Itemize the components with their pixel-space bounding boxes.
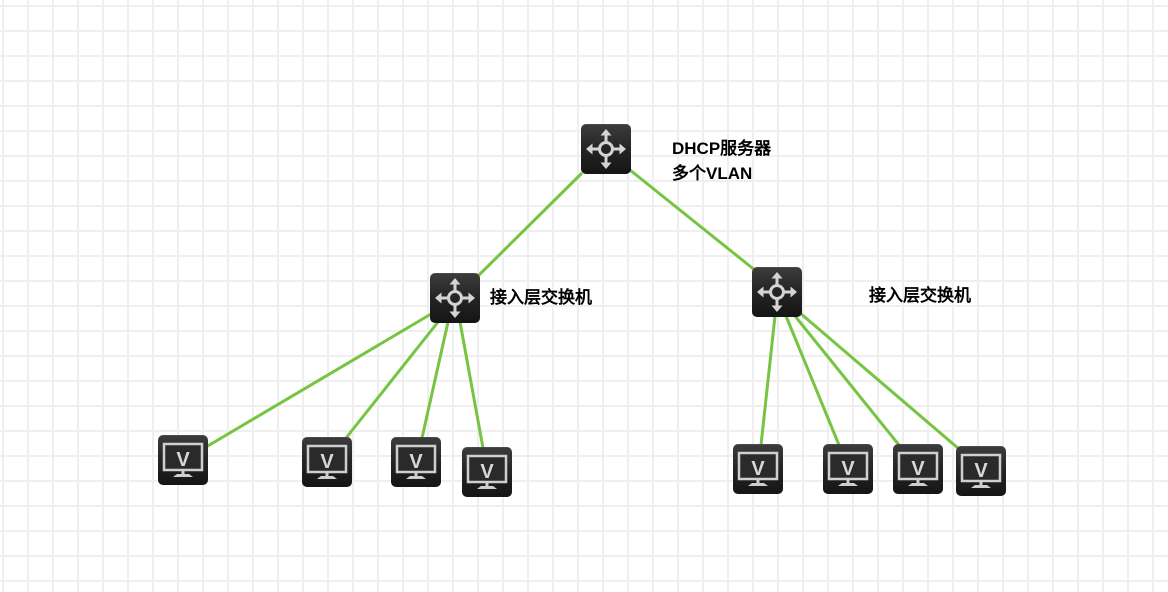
access-switch-right[interactable] (752, 267, 802, 317)
pc-right-4[interactable]: V (956, 446, 1006, 496)
layer3-switch-icon (586, 129, 626, 169)
link-access-left-to-pc-1[interactable] (205, 312, 432, 449)
pc-left-2[interactable]: V (302, 437, 352, 487)
pc-glyph: V (320, 451, 334, 473)
access-switch-left[interactable] (430, 273, 480, 323)
link-access-left-to-pc-2[interactable] (344, 321, 440, 439)
pc-glyph: V (841, 458, 855, 480)
core-switch[interactable] (581, 124, 631, 174)
pc-left-4[interactable]: V (462, 447, 512, 497)
core-switch-label-line1: DHCP服务器 (672, 139, 772, 158)
link-access-right-to-pc-4[interactable] (799, 311, 960, 451)
access-switch-left-label: 接入层交换机 (490, 288, 592, 308)
pc-left-1[interactable]: V (158, 435, 208, 485)
vpc-monitor-icon: V (306, 444, 348, 479)
vpc-monitor-icon: V (395, 444, 437, 479)
pc-right-1[interactable]: V (733, 444, 783, 494)
vpc-monitor-icon: V (960, 453, 1002, 488)
pc-left-3[interactable]: V (391, 437, 441, 487)
pc-right-3[interactable]: V (893, 444, 943, 494)
link-access-right-to-pc-1[interactable] (759, 315, 777, 446)
link-access-left-to-pc-4[interactable] (458, 321, 485, 449)
pc-glyph: V (409, 451, 423, 473)
pc-glyph: V (974, 460, 988, 482)
pc-glyph: V (176, 449, 190, 471)
vpc-monitor-icon: V (466, 454, 508, 489)
core-switch-label-line2: 多个VLAN (672, 164, 753, 183)
link-access-left-to-pc-3[interactable] (420, 321, 450, 439)
vpc-monitor-icon: V (897, 451, 939, 486)
layer3-switch-icon (435, 278, 475, 318)
vpc-monitor-icon: V (162, 442, 204, 477)
pc-right-2[interactable]: V (823, 444, 873, 494)
vpc-monitor-icon: V (737, 451, 779, 486)
pc-glyph: V (911, 458, 925, 480)
pc-glyph: V (480, 461, 494, 483)
link-core-to-access-left[interactable] (476, 171, 584, 278)
pc-glyph: V (751, 458, 765, 480)
link-access-right-to-pc-3[interactable] (793, 315, 901, 446)
vpc-monitor-icon: V (827, 451, 869, 486)
layer3-switch-icon (757, 272, 797, 312)
link-core-to-access-right[interactable] (629, 168, 757, 273)
link-access-right-to-pc-2[interactable] (784, 315, 841, 446)
access-switch-right-label: 接入层交换机 (869, 286, 971, 306)
